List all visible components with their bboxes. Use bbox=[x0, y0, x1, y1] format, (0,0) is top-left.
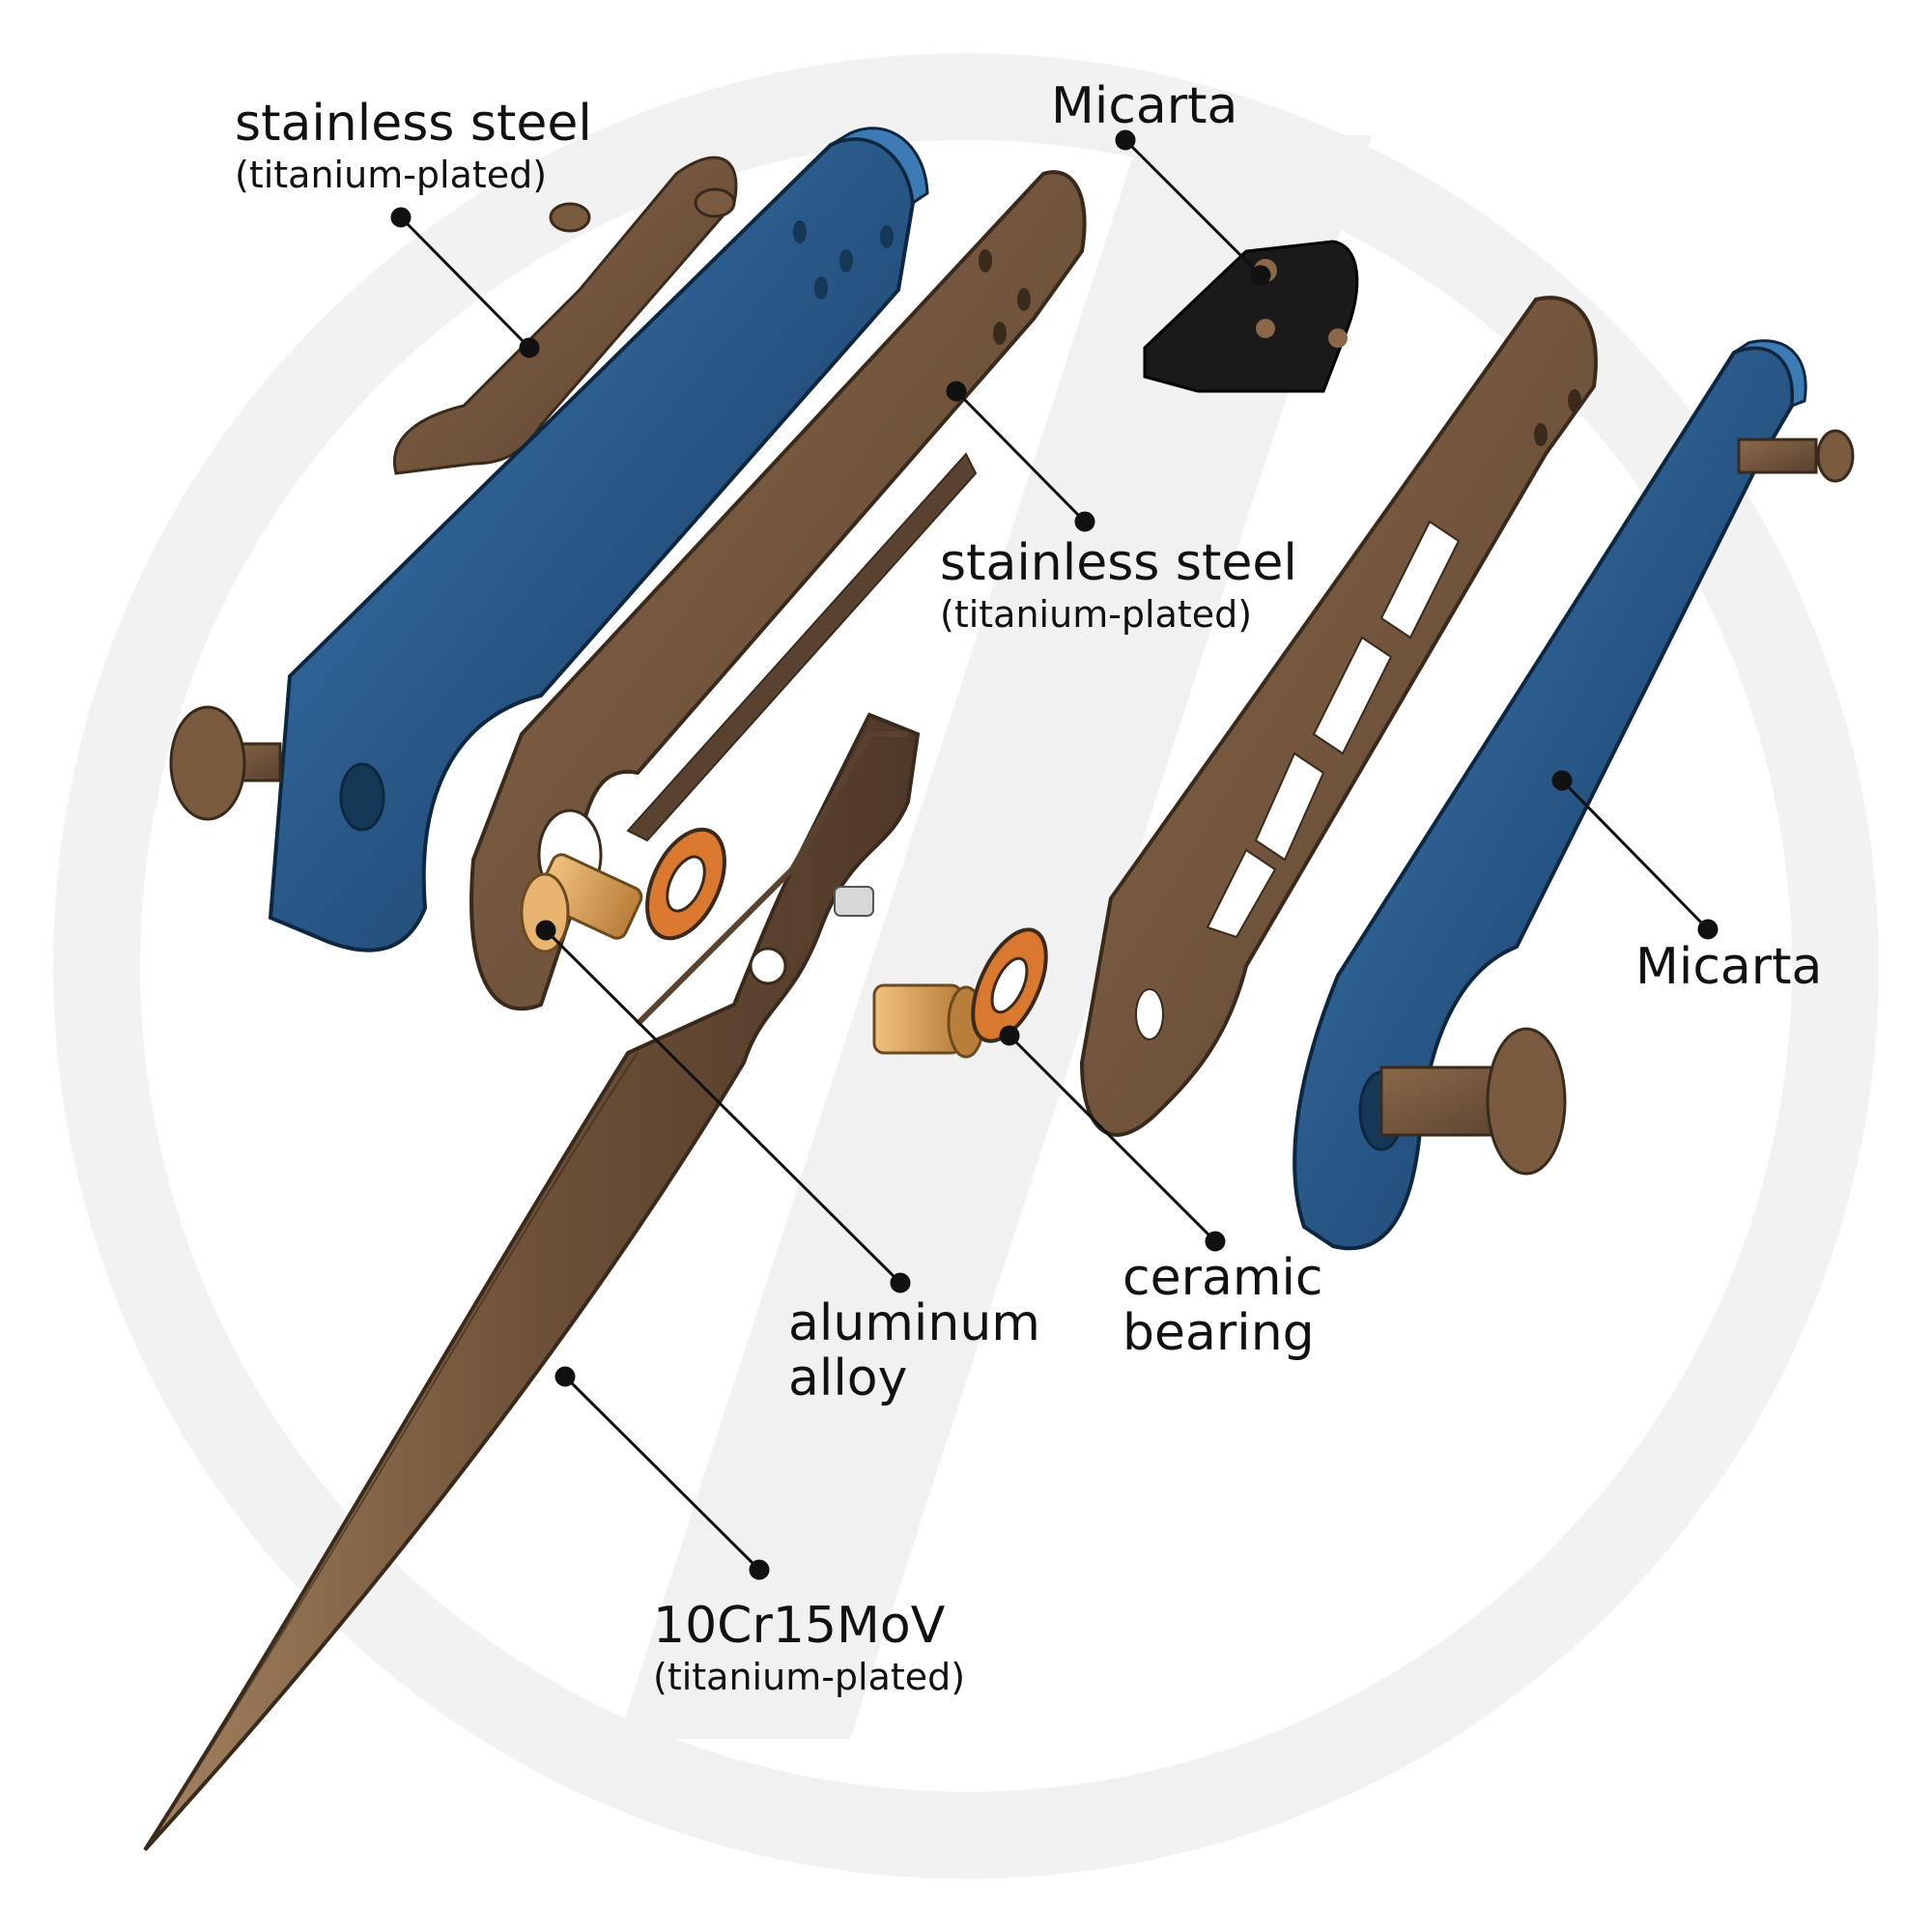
label-right-scale-main: Micarta bbox=[1635, 938, 1823, 996]
label-bearing-material: ceramic bearing bbox=[1122, 1249, 1323, 1363]
label-right-scale-material: Micarta bbox=[1635, 938, 1823, 996]
right-pivot-screw bbox=[1379, 429, 1855, 1176]
watermark-logo bbox=[53, 53, 1879, 1879]
label-blade-material: 10Cr15MoV (titanium-plated) bbox=[653, 1597, 966, 1699]
label-bearing-line2: bearing bbox=[1122, 1304, 1315, 1363]
label-clip-sub: (titanium-plated) bbox=[235, 154, 548, 197]
pivot-and-bearings bbox=[520, 827, 1048, 1059]
label-liner-sub: (titanium-plated) bbox=[940, 593, 1253, 637]
label-backspacer-material: Micarta bbox=[1051, 77, 1238, 135]
label-blade-main: 10Cr15MoV bbox=[653, 1597, 946, 1655]
label-backspacer-main: Micarta bbox=[1051, 77, 1238, 135]
blade bbox=[143, 712, 921, 1852]
label-bearing-line1: ceramic bbox=[1122, 1249, 1323, 1307]
label-liner-material: stainless steel (titanium-plated) bbox=[940, 534, 1297, 637]
backspacer bbox=[1143, 240, 1359, 393]
leader-lines bbox=[390, 129, 1719, 1580]
label-blade-sub: (titanium-plated) bbox=[653, 1656, 966, 1699]
label-liner-main: stainless steel bbox=[940, 534, 1297, 592]
label-clip-material: stainless steel (titanium-plated) bbox=[235, 95, 592, 197]
label-clip-main: stainless steel bbox=[235, 95, 592, 153]
pocket-clip bbox=[393, 156, 738, 475]
label-pivot-material: aluminum alloy bbox=[788, 1294, 1040, 1408]
left-pivot-screw bbox=[169, 705, 282, 821]
label-pivot-line2: alloy bbox=[788, 1350, 908, 1408]
left-handle-scale bbox=[268, 127, 929, 952]
label-pivot-line1: aluminum bbox=[788, 1294, 1040, 1352]
